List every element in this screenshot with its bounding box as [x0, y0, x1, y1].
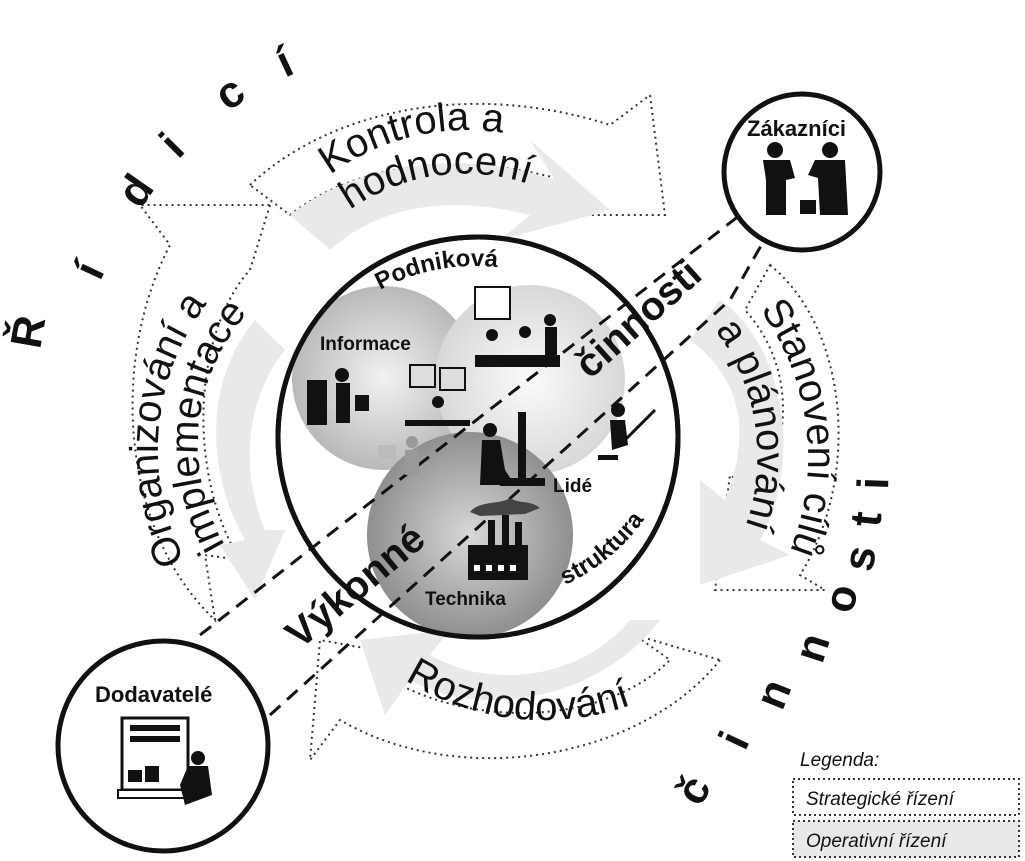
handshake-icon	[763, 142, 848, 215]
office-worker-icon	[307, 368, 369, 425]
cinnosti-letter: i	[710, 724, 760, 756]
cinnosti-letter: n	[785, 627, 840, 668]
legend-title: Legenda:	[800, 750, 879, 771]
legend-strategic-box	[792, 778, 1020, 816]
designer-icon	[598, 403, 657, 460]
cinnosti-letter: č	[666, 767, 721, 813]
legend: Legenda: Strategické řízení Operativní ř…	[792, 750, 1020, 858]
operative-arrow-right	[690, 300, 790, 585]
ridici-letter: c	[206, 66, 254, 120]
legend-operative-label: Operativní řízení	[806, 831, 948, 852]
warehouse-worker-icon	[117, 716, 212, 805]
ridici-letter: í	[65, 253, 115, 286]
factory-icon	[468, 498, 540, 580]
operative-arrow-bottom	[360, 620, 660, 715]
customers-node: Zákazníci	[721, 91, 883, 253]
strategic-arrow-left	[131, 204, 272, 623]
cinnosti-letter: i	[849, 476, 898, 490]
cinnosti-letter: o	[814, 579, 868, 617]
informace-label: Informace	[320, 334, 411, 355]
legend-strategic-label: Strategické řízení	[806, 789, 956, 810]
strategic-arrow-top	[248, 93, 667, 217]
meeting-icon	[474, 286, 560, 367]
operative-arrow-top	[290, 140, 610, 250]
ridici-letter: i	[150, 124, 193, 167]
cinnosti-letter: t	[841, 509, 891, 529]
operative-arrow-left	[216, 320, 285, 600]
enterprise-structure: Podniková struktura Výkonné činnosti Inf…	[199, 213, 772, 717]
suppliers-node: Dodavatelé	[55, 638, 271, 854]
planning-team-icon	[405, 364, 470, 426]
cinnosti-letter: n	[746, 672, 802, 715]
lide-label: Lidé	[553, 476, 592, 497]
legend-operative-box	[792, 820, 1020, 858]
suppliers-label: Dodavatelé	[95, 682, 212, 707]
ridici-letter: í	[269, 37, 302, 87]
cinnosti-letter: s	[834, 542, 887, 575]
computer-user-icon	[378, 436, 419, 475]
ridici-letter: Ř	[1, 312, 56, 352]
customers-label: Zákazníci	[747, 116, 846, 141]
value-chain-line-lower	[268, 229, 772, 717]
technika-label: Technika	[425, 589, 506, 610]
worker-icon	[480, 412, 545, 486]
